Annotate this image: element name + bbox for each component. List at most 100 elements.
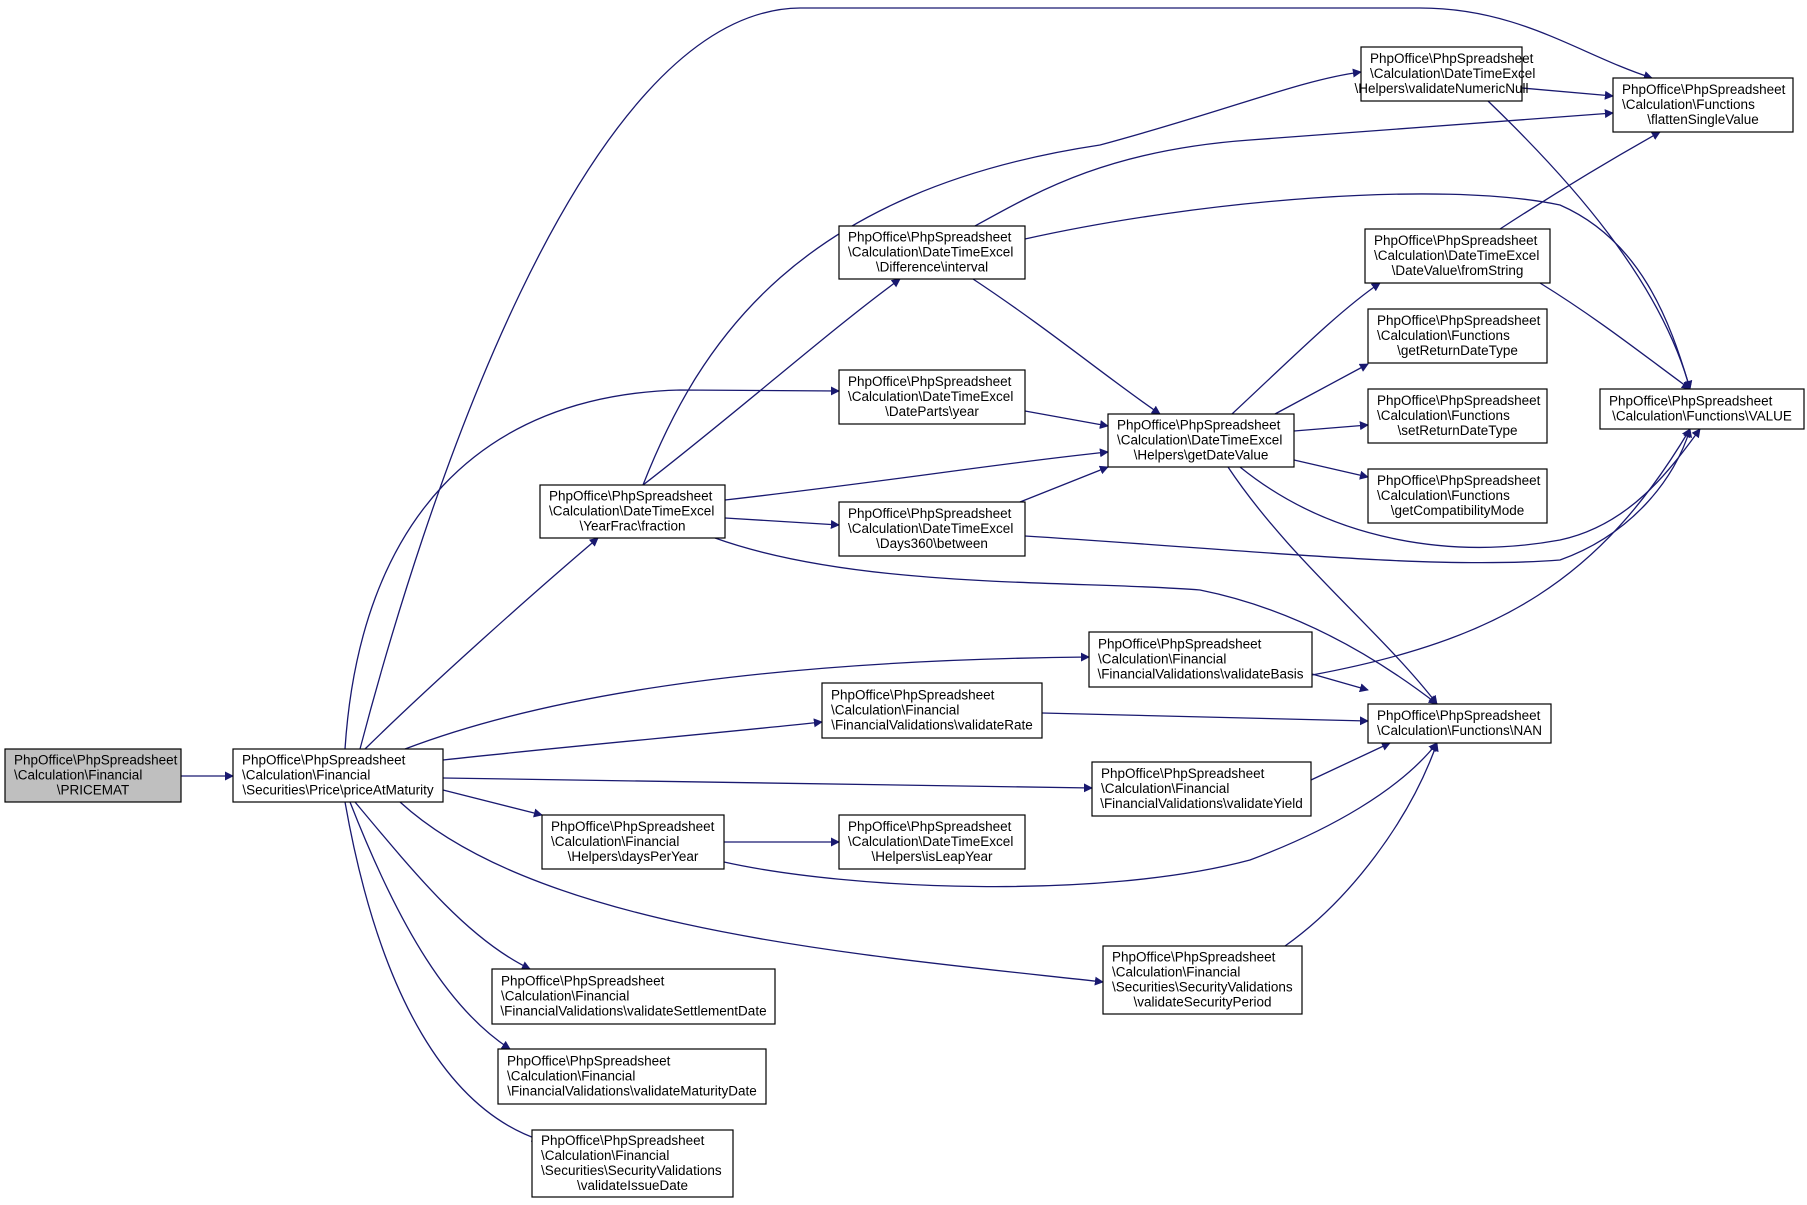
node-getDateValue[interactable]: PhpOffice\PhpSpreadsheet\Calculation\Dat… [1107,413,1295,468]
edge-priceAtMaturity-to-daysPerYear [442,789,543,818]
node-box [539,484,726,539]
node-box [1107,413,1295,468]
node-fromString[interactable]: PhpOffice\PhpSpreadsheet\Calculation\Dat… [1364,228,1551,284]
node-label-line: \Calculation\Functions\VALUE [1612,409,1792,424]
node-label-line: PhpOffice\PhpSpreadsheet [1117,418,1281,433]
node-label-line: PhpOffice\PhpSpreadsheet [14,753,178,768]
node-label-line: \Securities\Price\priceAtMaturity [242,783,434,798]
edge-fraction-to-interval [642,278,901,486]
node-label-line: PhpOffice\PhpSpreadsheet [1377,393,1541,408]
node-validateSettlementDate[interactable]: PhpOffice\PhpSpreadsheet\Calculation\Fin… [491,968,776,1025]
node-label-line: PhpOffice\PhpSpreadsheet [848,506,1012,521]
node-validateSecurityPeriod[interactable]: PhpOffice\PhpSpreadsheet\Calculation\Fin… [1102,945,1303,1015]
node-isLeapYear[interactable]: PhpOffice\PhpSpreadsheet\Calculation\Dat… [838,814,1026,870]
node-pricemat[interactable]: PhpOffice\PhpSpreadsheet\Calculation\Fin… [4,748,182,803]
node-validateRate[interactable]: PhpOffice\PhpSpreadsheet\Calculation\Fin… [821,682,1043,739]
node-label-line: \Calculation\DateTimeExcel [1374,248,1539,263]
node-validateNumericNull[interactable]: PhpOffice\PhpSpreadsheet\Calculation\Dat… [1354,46,1535,102]
node-label-line: \validateSecurityPeriod [1133,995,1271,1010]
node-NAN[interactable]: PhpOffice\PhpSpreadsheet\Calculation\Fun… [1367,703,1552,744]
node-label-line: \Calculation\Financial [541,1148,669,1163]
node-validateMaturityDate[interactable]: PhpOffice\PhpSpreadsheet\Calculation\Fin… [497,1048,767,1105]
edge-interval-to-getDateValue [972,278,1161,415]
edge-daysPerYear-to-NAN [723,742,1438,888]
edge-fraction-to-NAN [714,537,1438,705]
edge-getDateValue-to-VALUE [1239,428,1701,548]
node-box [1599,388,1805,430]
node-box [232,748,444,803]
node-box [1360,46,1523,102]
node-label-line: \Helpers\isLeapYear [871,849,993,864]
node-box [1102,945,1303,1015]
node-setReturnDateType[interactable]: PhpOffice\PhpSpreadsheet\Calculation\Fun… [1367,388,1548,444]
node-flattenSingleValue[interactable]: PhpOffice\PhpSpreadsheet\Calculation\Fun… [1612,77,1794,133]
node-label-line: \Helpers\getDateValue [1134,448,1269,463]
node-box [1612,77,1794,133]
edge-getDateValue-to-setReturnDateType [1293,421,1369,432]
node-interval[interactable]: PhpOffice\PhpSpreadsheet\Calculation\Dat… [838,225,1026,280]
edge-fraction-to-between [724,517,840,529]
edge-priceAtMaturity-to-validateBasis [404,652,1090,750]
node-label-line: \getCompatibilityMode [1391,503,1525,518]
edge-priceAtMaturity-to-validateMaturityDate [349,801,511,1050]
node-label-line: PhpOffice\PhpSpreadsheet [1101,766,1265,781]
node-box [838,501,1026,557]
edge-validateBasis-to-NAN [1311,673,1369,693]
edge-fromString-to-VALUE [1539,282,1691,390]
node-box [838,369,1026,425]
node-label-line: \Securities\SecurityValidations [541,1163,722,1178]
node-priceAtMaturity[interactable]: PhpOffice\PhpSpreadsheet\Calculation\Fin… [232,748,444,803]
node-validateYield[interactable]: PhpOffice\PhpSpreadsheet\Calculation\Fin… [1091,761,1312,817]
edge-interval-to-VALUE [1024,193,1693,390]
edge-priceAtMaturity-to-validateSettlementDate [354,801,531,970]
node-getCompatibilityMode[interactable]: PhpOffice\PhpSpreadsheet\Calculation\Fun… [1367,468,1548,524]
node-label-line: \YearFrac\fraction [579,519,685,534]
node-label-line: \flattenSingleValue [1647,112,1759,127]
edge-between-to-VALUE [1024,428,1693,564]
node-box [491,968,776,1025]
edge-fraction-to-validateNumericNull [642,68,1362,486]
node-box [1367,308,1548,364]
edge-priceAtMaturity-to-validateYield [442,777,1093,793]
node-between[interactable]: PhpOffice\PhpSpreadsheet\Calculation\Dat… [838,501,1026,557]
node-label-line: \Calculation\DateTimeExcel [848,245,1013,260]
node-label-line: PhpOffice\PhpSpreadsheet [242,753,406,768]
node-label-line: \Calculation\Functions\NAN [1377,723,1542,738]
edge-between-to-getDateValue [1019,465,1109,503]
node-year[interactable]: PhpOffice\PhpSpreadsheet\Calculation\Dat… [838,369,1026,425]
node-label-line: PhpOffice\PhpSpreadsheet [1098,637,1262,652]
node-box [1088,631,1313,688]
edge-priceAtMaturity-to-validateIssueDate [344,801,541,1142]
node-label-line: PhpOffice\PhpSpreadsheet [507,1054,671,1069]
node-fraction[interactable]: PhpOffice\PhpSpreadsheet\Calculation\Dat… [539,484,726,539]
edge-validateNumericNull-to-VALUE [1487,100,1693,390]
node-label-line: \Difference\interval [876,260,988,275]
node-label-line: PhpOffice\PhpSpreadsheet [1377,708,1541,723]
node-label-line: \PRICEMAT [57,783,130,798]
node-label-line: \FinancialValidations\validateSettlement… [500,1004,766,1019]
edge-priceAtMaturity-to-validateSecurityPeriod [399,801,1104,986]
nodes-layer: PhpOffice\PhpSpreadsheet\Calculation\Fin… [4,46,1805,1198]
node-box [1367,468,1548,524]
edge-validateNumericNull-to-flattenSingleValue [1521,87,1614,100]
node-VALUE[interactable]: PhpOffice\PhpSpreadsheet\Calculation\Fun… [1599,388,1805,430]
node-label-line: PhpOffice\PhpSpreadsheet [549,489,713,504]
node-validateBasis[interactable]: PhpOffice\PhpSpreadsheet\Calculation\Fin… [1088,631,1313,688]
node-label-line: \Calculation\DateTimeExcel [848,389,1013,404]
edge-fromString-to-flattenSingleValue [1499,131,1661,230]
node-validateIssueDate[interactable]: PhpOffice\PhpSpreadsheet\Calculation\Fin… [531,1129,734,1198]
node-label-line: \Calculation\Financial [1098,652,1226,667]
node-getReturnDateType[interactable]: PhpOffice\PhpSpreadsheet\Calculation\Fun… [1367,308,1548,364]
node-label-line: \Helpers\validateNumericNull [1354,81,1528,96]
node-label-line: PhpOffice\PhpSpreadsheet [1609,394,1773,409]
node-label-line: \Calculation\Functions [1377,328,1510,343]
edge-getDateValue-to-getReturnDateType [1274,363,1369,415]
node-label-line: \Calculation\Financial [1112,965,1240,980]
node-label-line: \Calculation\Financial [14,768,142,783]
node-label-line: \Calculation\Functions [1377,408,1510,423]
node-label-line: \Helpers\daysPerYear [568,849,699,864]
node-label-line: \validateIssueDate [577,1178,688,1193]
node-label-line: PhpOffice\PhpSpreadsheet [501,974,665,989]
node-daysPerYear[interactable]: PhpOffice\PhpSpreadsheet\Calculation\Fin… [541,814,725,870]
